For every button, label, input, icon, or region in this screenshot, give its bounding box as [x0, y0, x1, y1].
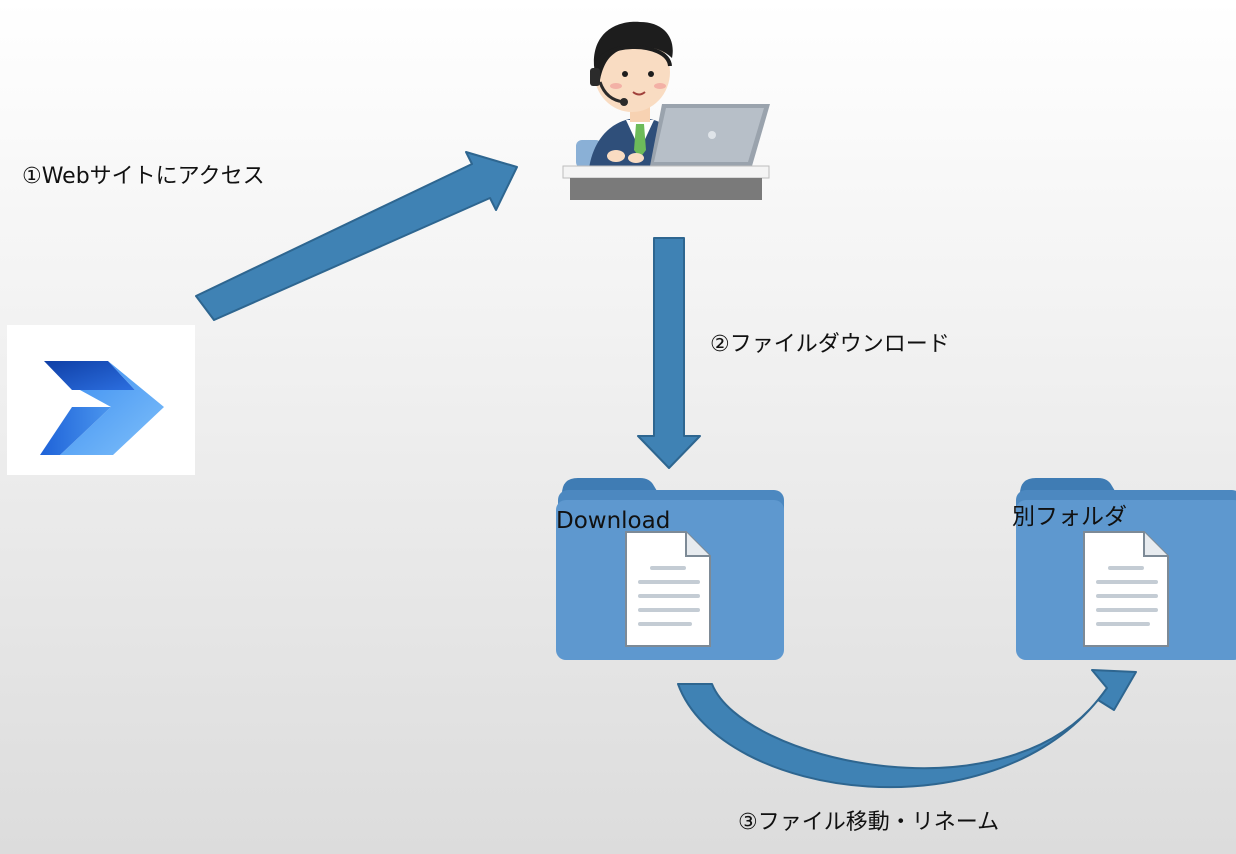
arrow-move-rename	[677, 669, 1137, 789]
arrow-access-website	[195, 151, 518, 321]
arrow-file-download	[637, 237, 701, 469]
destination-folder-label: 別フォルダ	[1012, 504, 1127, 530]
step-2-label: ②ファイルダウンロード	[710, 332, 950, 357]
power-automate-logo-icon	[7, 325, 195, 475]
download-folder-label: Download	[556, 508, 671, 534]
destination-folder-icon	[1016, 478, 1236, 660]
download-folder-icon	[556, 478, 784, 660]
operator-at-laptop-icon	[562, 21, 770, 200]
step-3-label: ③ファイル移動・リネーム	[738, 810, 1000, 835]
step-1-label: ①Webサイトにアクセス	[22, 164, 265, 189]
